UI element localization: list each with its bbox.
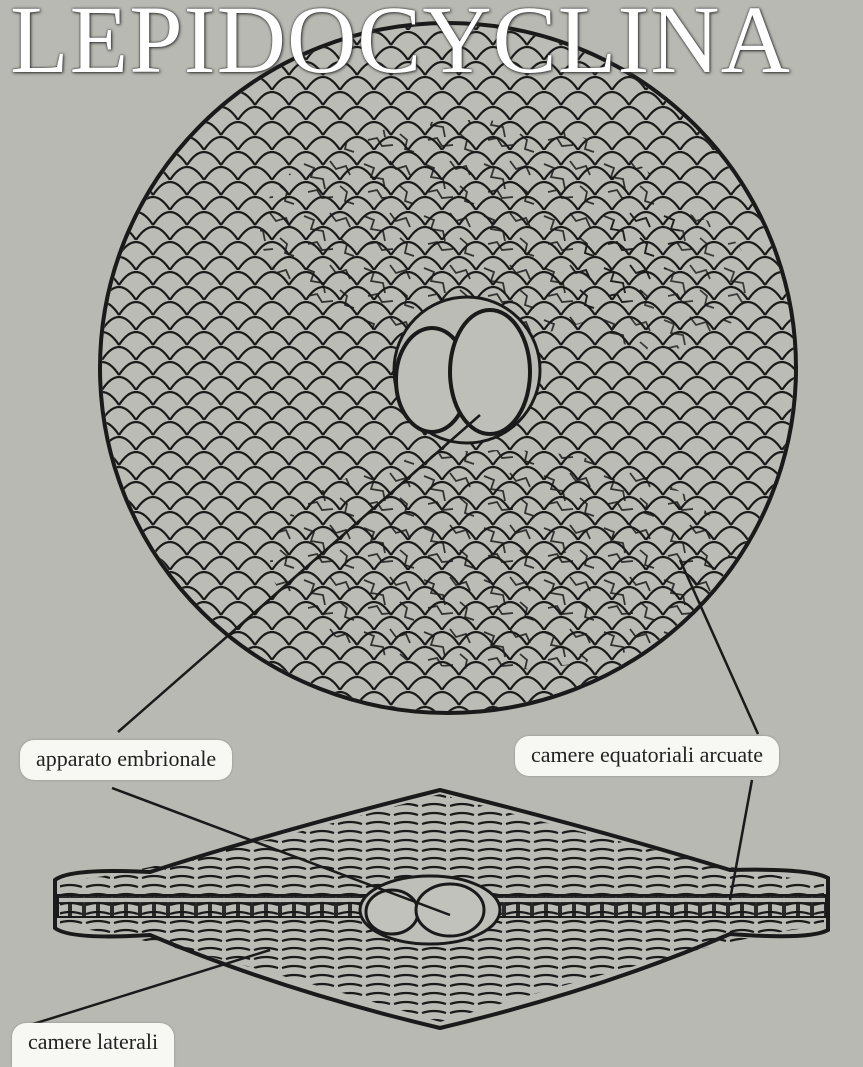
page-title: LEPIDOCYCLINA [10, 0, 791, 88]
embryonic-apparatus [394, 297, 540, 443]
label-lateral-chambers: camere laterali [12, 1023, 174, 1067]
lens-embryonic-apparatus [360, 876, 500, 944]
label-equatorial-chambers: camere equatoriali arcuate [515, 736, 779, 776]
leader-lateral [30, 950, 270, 1025]
lens-axial-section [55, 790, 828, 1028]
label-embryonic-apparatus: apparato embrionale [20, 740, 232, 780]
disc-equatorial-section [100, 23, 796, 713]
